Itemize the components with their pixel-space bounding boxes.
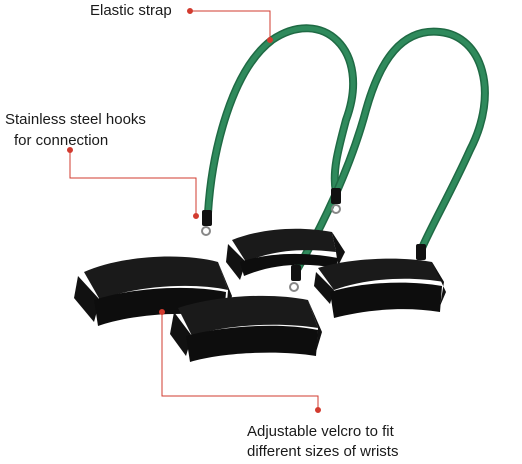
hook-left-front <box>201 210 212 236</box>
cuff-strap-front-right <box>170 295 322 362</box>
leader-elastic-strap <box>187 8 273 43</box>
leader-velcro <box>159 309 321 413</box>
hook-right-front <box>289 265 301 292</box>
leader-hooks <box>67 147 199 219</box>
cuff-strap-back-left <box>226 228 345 280</box>
elastic-tube-right <box>294 27 489 272</box>
cuff-strap-front-left <box>74 256 232 326</box>
label-hooks-line1: Stainless steel hooks <box>5 111 146 128</box>
cuff-strap-back-right <box>314 258 446 318</box>
label-elastic-strap: Elastic strap <box>90 2 172 19</box>
label-velcro-line2: different sizes of wrists <box>247 443 399 460</box>
label-velcro-line1: Adjustable velcro to fit <box>247 423 394 440</box>
elastic-tube-left <box>204 24 358 217</box>
label-hooks-line2: for connection <box>14 132 109 149</box>
hook-left-back <box>331 188 341 214</box>
